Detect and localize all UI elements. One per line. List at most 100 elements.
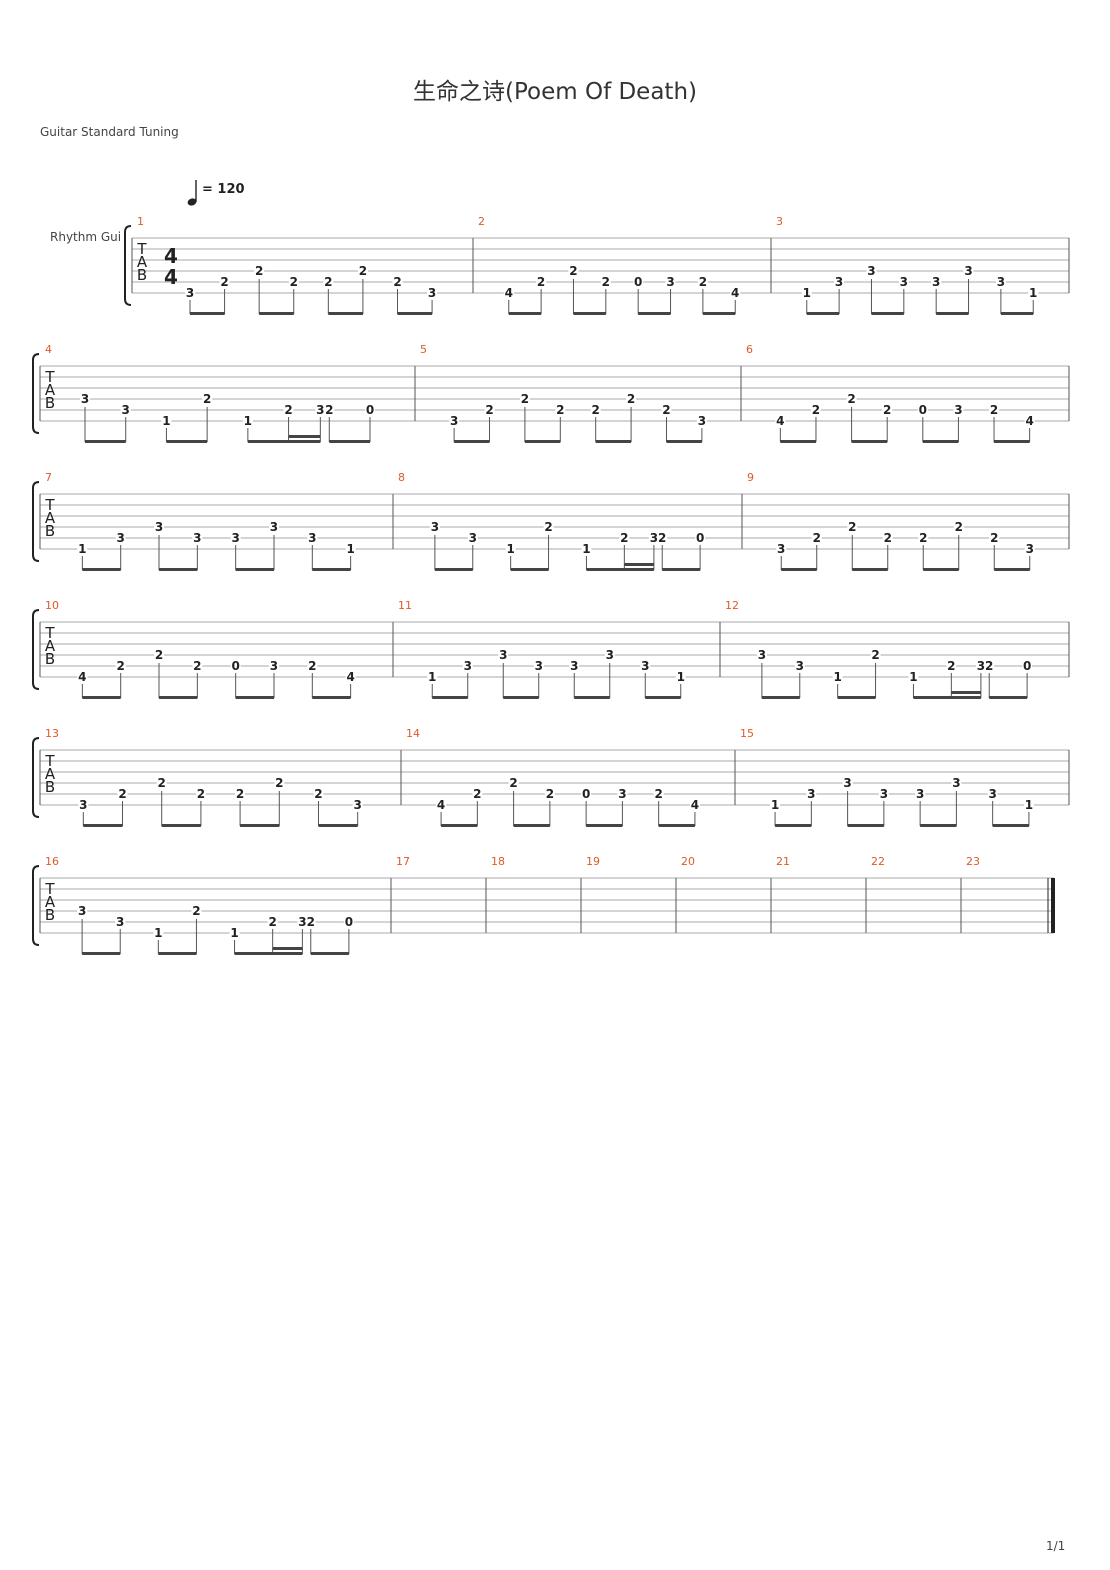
fret-bg bbox=[467, 532, 478, 544]
fret-number: 3 bbox=[354, 798, 362, 812]
fret-bg bbox=[544, 788, 555, 800]
fret-number: 2 bbox=[236, 787, 244, 801]
beam bbox=[397, 312, 433, 315]
beam bbox=[454, 440, 490, 443]
fret-bg bbox=[78, 799, 89, 811]
fret-bg bbox=[195, 788, 206, 800]
system-bracket bbox=[32, 865, 40, 946]
fret-bg bbox=[120, 404, 131, 416]
beam bbox=[82, 952, 121, 955]
fret-number: 4 bbox=[691, 798, 699, 812]
fret-bg bbox=[230, 660, 241, 672]
fret-number: 1 bbox=[582, 542, 590, 556]
fret-number: 2 bbox=[990, 403, 998, 417]
measure-number: 16 bbox=[45, 855, 59, 868]
fret-number: 1 bbox=[78, 542, 86, 556]
fret-number: 2 bbox=[955, 520, 963, 534]
measure-number: 15 bbox=[740, 727, 754, 740]
fret-number: 3 bbox=[193, 531, 201, 545]
fret-number: 0 bbox=[696, 531, 704, 545]
beam bbox=[318, 824, 358, 827]
fret-bg bbox=[192, 660, 203, 672]
fret-bg bbox=[313, 788, 324, 800]
fret-bg bbox=[235, 788, 246, 800]
measure-number: 11 bbox=[398, 599, 412, 612]
measure-number: 18 bbox=[491, 855, 505, 868]
beam bbox=[922, 440, 959, 443]
fret-bg bbox=[503, 287, 514, 299]
fret-bg bbox=[1023, 799, 1034, 811]
measure-number: 20 bbox=[681, 855, 695, 868]
fret-bg bbox=[695, 532, 706, 544]
fret-number: 3 bbox=[316, 403, 324, 417]
fret-bg bbox=[917, 404, 928, 416]
beam bbox=[781, 568, 817, 571]
tab-clef-letter: B bbox=[137, 266, 147, 284]
system-bracket bbox=[32, 609, 40, 690]
fret-bg bbox=[219, 276, 230, 288]
fret-bg bbox=[427, 671, 438, 683]
fret-number: 2 bbox=[485, 403, 493, 417]
measure-number: 23 bbox=[966, 855, 980, 868]
measure-number: 3 bbox=[776, 215, 783, 228]
beam bbox=[240, 824, 280, 827]
fret-number: 0 bbox=[345, 915, 353, 929]
tab-clef-letter: A bbox=[45, 765, 56, 783]
fret-bg bbox=[288, 276, 299, 288]
beam bbox=[235, 696, 274, 699]
tab-clef-letter: T bbox=[44, 496, 55, 514]
fret-bg bbox=[242, 415, 253, 427]
fret-bg bbox=[661, 404, 672, 416]
beam bbox=[658, 824, 695, 827]
fret-number: 2 bbox=[848, 520, 856, 534]
beam bbox=[920, 824, 957, 827]
fret-bg bbox=[882, 532, 893, 544]
sixteenth-beam bbox=[624, 563, 654, 566]
fret-bg bbox=[115, 532, 126, 544]
fret-bg bbox=[498, 649, 509, 661]
fret-number: 1 bbox=[346, 542, 354, 556]
fret-bg bbox=[989, 404, 1000, 416]
fret-bg bbox=[533, 660, 544, 672]
fret-number: 0 bbox=[231, 659, 239, 673]
fret-bg bbox=[995, 276, 1006, 288]
beam bbox=[586, 824, 623, 827]
time-signature-denominator: 4 bbox=[164, 265, 178, 289]
beam bbox=[852, 568, 888, 571]
beam bbox=[234, 952, 303, 955]
fret-bg bbox=[543, 521, 554, 533]
fret-number: 2 bbox=[521, 392, 529, 406]
tab-clef-letter: A bbox=[45, 509, 56, 527]
fret-bg bbox=[915, 788, 926, 800]
fret-bg bbox=[192, 532, 203, 544]
fret-number: 3 bbox=[270, 659, 278, 673]
beam bbox=[158, 952, 197, 955]
fret-bg bbox=[568, 265, 579, 277]
beam bbox=[510, 568, 549, 571]
fret-number: 3 bbox=[952, 776, 960, 790]
fret-number: 1 bbox=[162, 414, 170, 428]
beam bbox=[83, 824, 123, 827]
fret-bg bbox=[581, 543, 592, 555]
tab-clef-letter: A bbox=[137, 253, 148, 271]
beam bbox=[328, 312, 363, 315]
fret-bg bbox=[324, 404, 335, 416]
fret-bg bbox=[77, 905, 88, 917]
fret-number: 2 bbox=[602, 275, 610, 289]
fret-bg bbox=[345, 543, 356, 555]
fret-number: 3 bbox=[1026, 542, 1034, 556]
fret-number: 2 bbox=[325, 403, 333, 417]
fret-number: 4 bbox=[731, 286, 739, 300]
fret-number: 3 bbox=[964, 264, 972, 278]
fret-number: 2 bbox=[627, 392, 635, 406]
fret-number: 3 bbox=[79, 798, 87, 812]
beam bbox=[994, 440, 1030, 443]
fret-number: 3 bbox=[666, 275, 674, 289]
tab-clef-letter: B bbox=[45, 778, 55, 796]
beam bbox=[837, 696, 876, 699]
fret-number: 3 bbox=[650, 531, 658, 545]
fret-number: 3 bbox=[698, 414, 706, 428]
fret-number: 3 bbox=[835, 275, 843, 289]
fret-number: 2 bbox=[883, 403, 891, 417]
beam bbox=[235, 568, 274, 571]
